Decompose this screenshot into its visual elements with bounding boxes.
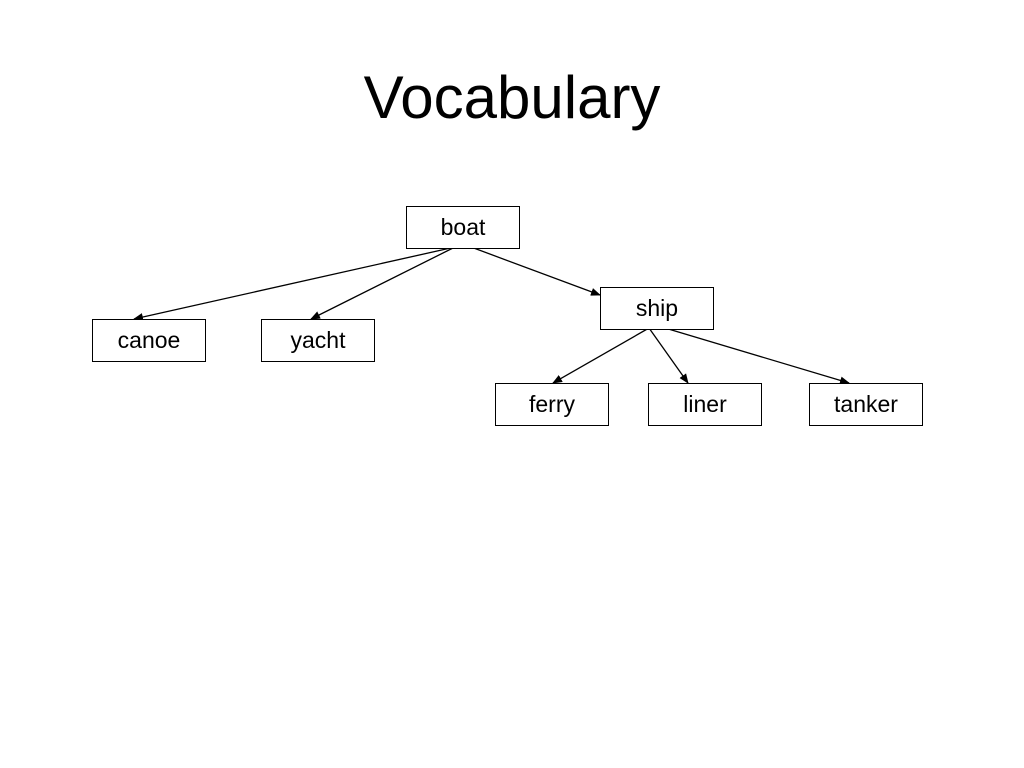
edge-ship-ferry	[552, 327, 650, 384]
edge-boat-ship	[470, 246, 601, 296]
node-label-canoe: canoe	[117, 327, 181, 353]
edge-boat-canoe	[133, 246, 456, 321]
node-tanker: tanker	[809, 383, 923, 426]
node-ship: ship	[600, 287, 714, 330]
node-label-ship: ship	[635, 295, 679, 321]
node-yacht: yacht	[261, 319, 375, 362]
node-label-liner: liner	[683, 391, 727, 417]
node-label-tanker: tanker	[834, 391, 898, 417]
node-boat: boat	[406, 206, 520, 249]
node-canoe: canoe	[92, 319, 206, 362]
slide-title: Vocabulary	[363, 64, 661, 131]
node-ferry: ferry	[495, 383, 609, 426]
edge-ship-tanker	[664, 327, 850, 385]
node-liner: liner	[648, 383, 762, 426]
edge-ship-liner	[648, 327, 689, 384]
node-label-ferry: ferry	[529, 391, 575, 417]
node-label-yacht: yacht	[290, 327, 346, 353]
edge-boat-yacht	[310, 246, 456, 320]
node-label-boat: boat	[440, 214, 486, 240]
